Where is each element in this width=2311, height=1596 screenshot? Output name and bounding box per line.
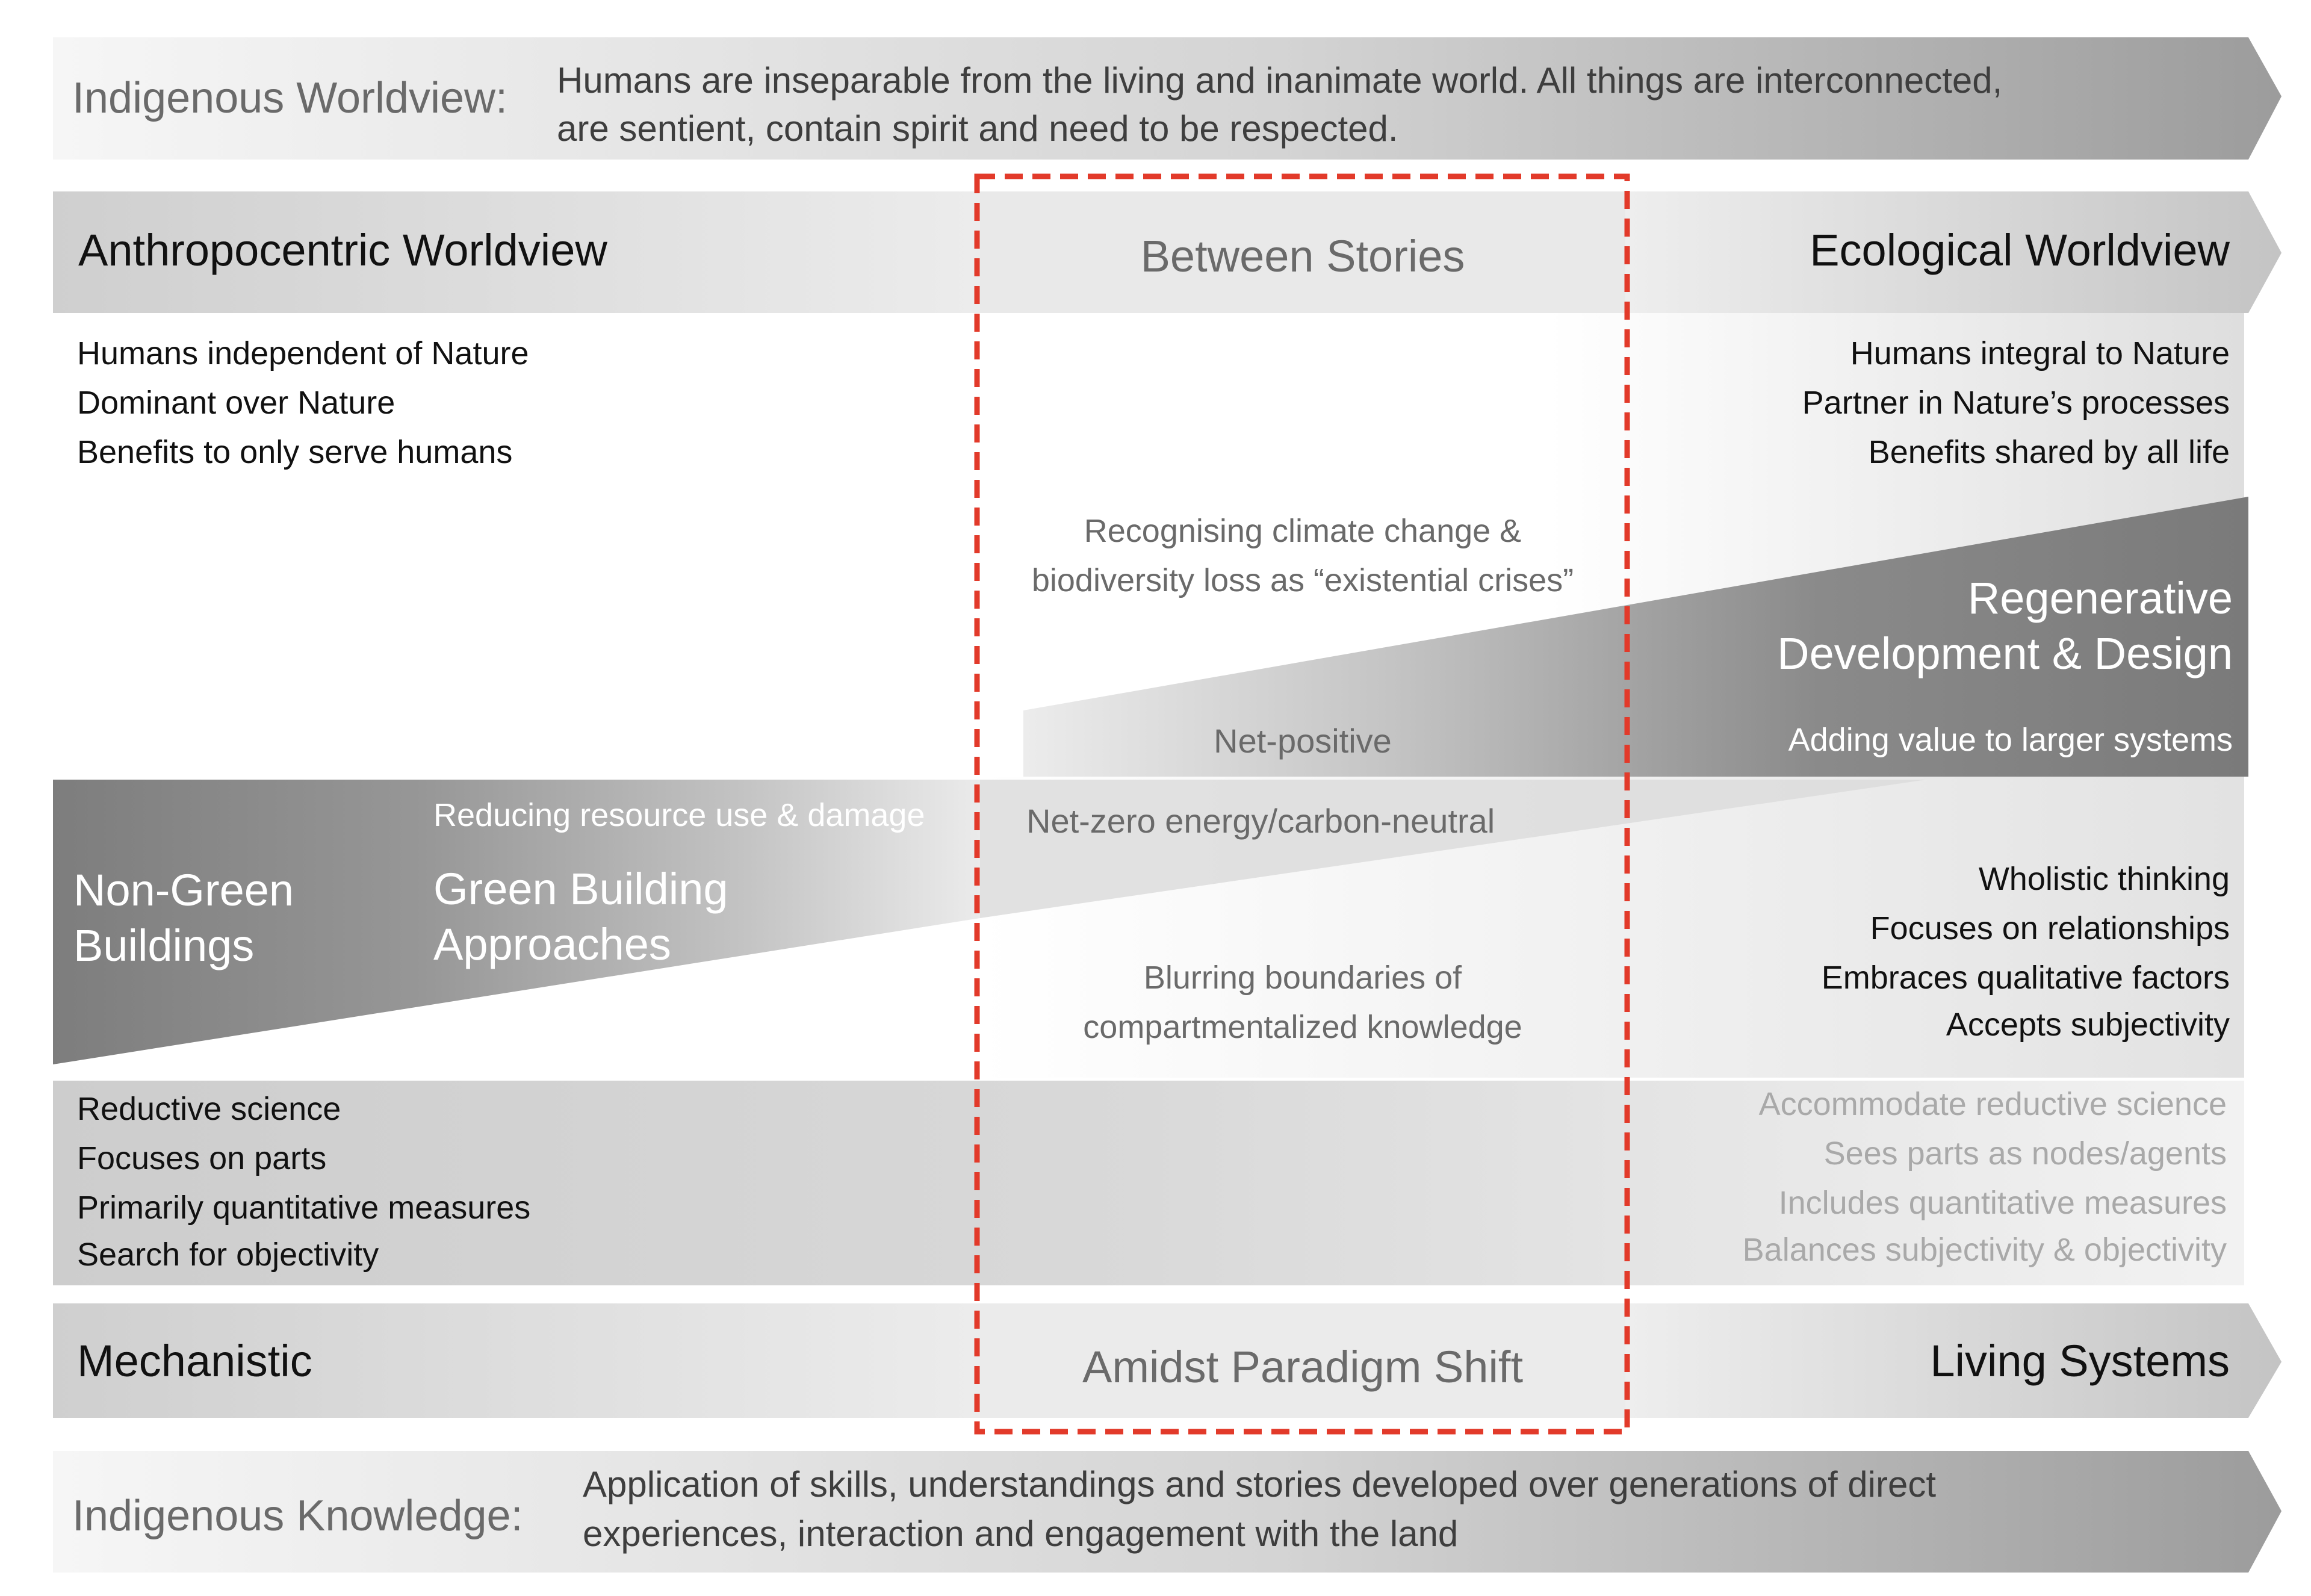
indigenous-knowledge-arrow — [53, 1451, 2282, 1573]
indigenous-worldview-text-line2: are sentient, contain spirit and need to… — [557, 108, 1398, 149]
non-green-buildings-line2: Buildings — [73, 921, 255, 970]
green-building-line1: Green Building — [433, 864, 728, 914]
indigenous-worldview-label: Indigenous Worldview: — [72, 74, 508, 122]
anthropocentric-header-band — [53, 191, 980, 313]
list-item: Partner in Nature’s processes — [1802, 385, 2230, 421]
mechanistic-points-band — [53, 1081, 2244, 1285]
blurring-boundaries-line1: Blurring boundaries of — [1143, 960, 1462, 996]
non-green-buildings-line1: Non-Green — [73, 865, 294, 915]
list-item: Embraces qualitative factors — [1821, 960, 2230, 996]
green-building-wedge — [53, 780, 980, 1064]
list-item: Humans independent of Nature — [77, 335, 529, 371]
between-stories-title: Between Stories — [1140, 231, 1465, 281]
list-item: Sees parts as nodes/agents — [1823, 1135, 2227, 1172]
list-item: Reductive science — [77, 1091, 341, 1127]
list-item: Accepts subjectivity — [1946, 1007, 2230, 1043]
indigenous-knowledge-text-line1: Application of skills, understandings an… — [583, 1464, 1937, 1504]
list-item: Wholistic thinking — [1978, 861, 2230, 897]
regenerative-wedge — [1023, 497, 2248, 777]
mechanistic-title: Mechanistic — [77, 1336, 312, 1386]
regenerative-title-line2: Development & Design — [1777, 629, 2233, 678]
list-item: Primarily quantitative measures — [77, 1190, 531, 1226]
indigenous-knowledge-text-line2: experiences, interaction and engagement … — [583, 1514, 1459, 1554]
list-item: Benefits to only serve humans — [77, 434, 513, 470]
list-item: Includes quantitative measures — [1778, 1185, 2227, 1221]
list-item: Benefits shared by all life — [1868, 434, 2230, 470]
list-item: Focuses on parts — [77, 1140, 327, 1176]
indigenous-worldview-arrow — [53, 37, 2282, 160]
ecological-header-arrow — [1625, 191, 2282, 313]
living-systems-title: Living Systems — [1930, 1336, 2230, 1386]
net-positive-label: Net-positive — [1214, 722, 1392, 760]
regenerative-title-line1: Regenerative — [1967, 573, 2233, 623]
anthropocentric-worldview-title: Anthropocentric Worldview — [78, 225, 607, 275]
indigenous-worldview-text-line1: Humans are inseparable from the living a… — [557, 60, 2003, 101]
green-building-caption: Reducing resource use & damage — [433, 797, 925, 833]
between-stories-highlight-box — [974, 173, 1630, 1435]
between-stories-band — [980, 191, 1625, 313]
list-item: Search for objectivity — [77, 1237, 379, 1273]
existential-crises-line1: Recognising climate change & — [1084, 513, 1522, 549]
green-building-line2: Approaches — [433, 919, 671, 969]
net-zero-label: Net-zero energy/carbon-neutral — [1026, 802, 1495, 840]
amidst-paradigm-band — [980, 1303, 1625, 1418]
list-item: Accommodate reductive science — [1758, 1086, 2227, 1122]
list-item: Balances subjectivity & objectivity — [1742, 1232, 2227, 1268]
green-building-wedge-tail — [980, 780, 1926, 918]
living-systems-arrow — [1625, 1303, 2282, 1418]
regenerative-subtitle: Adding value to larger systems — [1788, 722, 2233, 758]
amidst-paradigm-shift-title: Amidst Paradigm Shift — [1082, 1342, 1524, 1392]
ecological-worldview-title: Ecological Worldview — [1810, 225, 2230, 275]
mechanistic-header-band — [53, 1303, 980, 1418]
blurring-boundaries-line2: compartmentalized knowledge — [1083, 1009, 1522, 1045]
list-item: Dominant over Nature — [77, 385, 396, 421]
indigenous-knowledge-label: Indigenous Knowledge: — [72, 1492, 523, 1540]
list-item: Humans integral to Nature — [1850, 335, 2230, 371]
list-item: Focuses on relationships — [1870, 910, 2230, 946]
existential-crises-line2: biodiversity loss as “existential crises… — [1031, 562, 1574, 598]
